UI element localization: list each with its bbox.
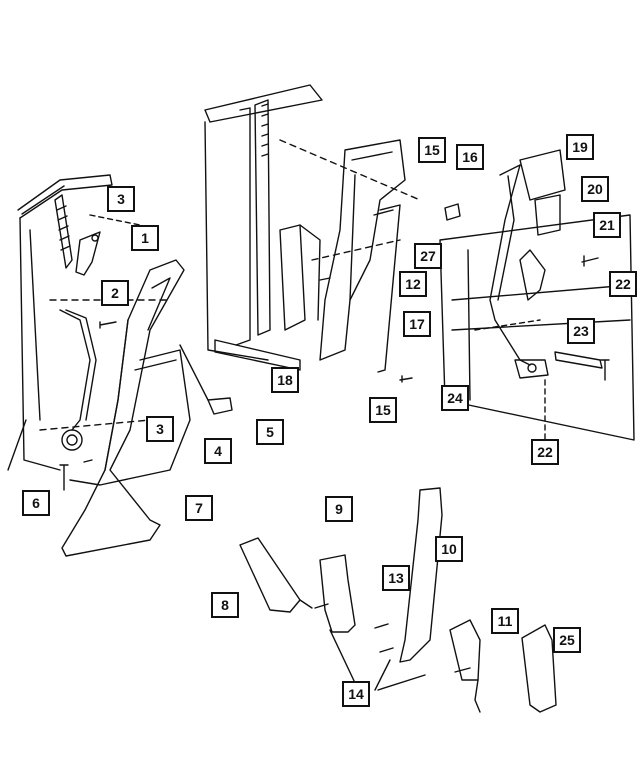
callout-1: 1	[131, 225, 159, 251]
callout-6: 6	[22, 490, 50, 516]
callout-11: 11	[491, 608, 519, 634]
callout-25: 25	[553, 627, 581, 653]
callout-24: 24	[441, 385, 469, 411]
callout-13: 13	[382, 565, 410, 591]
callout-3: 3	[107, 186, 135, 212]
callout-16: 16	[456, 144, 484, 170]
left-pillar-assembly	[7, 174, 233, 557]
callout-21: 21	[593, 212, 621, 238]
callout-12: 12	[399, 271, 427, 297]
callout-5: 5	[256, 419, 284, 445]
callout-22: 22	[609, 271, 637, 297]
callout-18: 18	[271, 367, 299, 393]
callout-19: 19	[566, 134, 594, 160]
center-cab-assembly	[204, 84, 421, 383]
callout-2: 2	[101, 280, 129, 306]
callout-10: 10	[435, 536, 463, 562]
callout-3b: 3	[146, 416, 174, 442]
callout-27: 27	[414, 243, 442, 269]
callout-17: 17	[403, 311, 431, 337]
callout-14: 14	[342, 681, 370, 707]
right-rear-assembly	[439, 149, 635, 441]
callout-9: 9	[325, 496, 353, 522]
callout-8: 8	[211, 592, 239, 618]
callout-23: 23	[567, 318, 595, 344]
loose-parts	[239, 487, 557, 713]
callout-15: 15	[418, 137, 446, 163]
callout-15b: 15	[369, 397, 397, 423]
callout-4: 4	[204, 438, 232, 464]
callout-20: 20	[581, 176, 609, 202]
callout-22b: 22	[531, 439, 559, 465]
callout-7: 7	[185, 495, 213, 521]
